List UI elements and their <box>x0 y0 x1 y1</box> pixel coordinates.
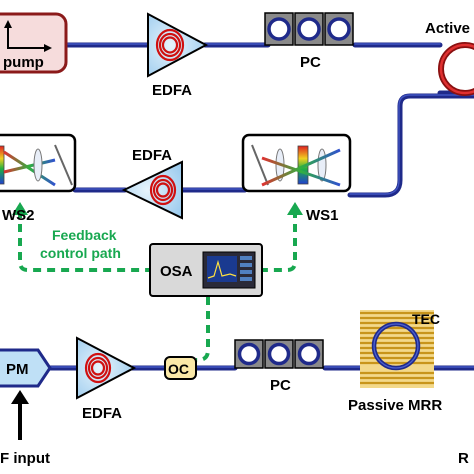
phase-modulator: PM F input <box>0 348 52 467</box>
active-ring-resonator: Active <box>425 20 474 96</box>
edfa-bottom: EDFA <box>76 336 137 422</box>
edfa-coil-icon <box>155 28 185 62</box>
active-label: Active <box>425 20 470 37</box>
feedback-label-line2: control path <box>40 245 121 261</box>
waveshaper-ws1: WS1 <box>241 133 352 224</box>
fiber-paths <box>47 42 474 371</box>
ring-resonator-icon <box>371 321 421 371</box>
pm-label: PM <box>6 361 29 378</box>
edfa-coil-icon <box>149 174 177 206</box>
grating-icon <box>251 144 341 187</box>
arrow-up-icon <box>12 202 28 215</box>
feedback-label-line1: Feedback <box>52 227 117 243</box>
pump-source: pump <box>0 12 68 74</box>
pump-pulse-icon <box>4 20 52 52</box>
optical-coupler: OC <box>164 356 197 380</box>
spectrum-screen-icon <box>202 251 256 289</box>
passive-mrr-label: Passive MRR <box>348 397 442 414</box>
grating-icon <box>0 144 73 187</box>
feedback-control-path <box>12 202 303 362</box>
ws2-label: WS2 <box>2 207 35 224</box>
ring-resonator-icon <box>438 42 474 96</box>
waveshaper-ws2: WS2 <box>0 133 77 224</box>
oc-label: OC <box>168 361 189 377</box>
edfa-coil-icon <box>84 352 112 384</box>
pc-top-label: PC <box>300 54 321 71</box>
pc-bottom-label: PC <box>270 377 291 394</box>
tec-label: TEC <box>412 311 440 327</box>
edfa-mid-label: EDFA <box>132 147 172 164</box>
rf-output-label-partial: R <box>458 450 469 467</box>
edfa-top-label: EDFA <box>152 82 192 99</box>
rf-input-label: F input <box>0 450 50 467</box>
pump-label: pump <box>3 54 44 71</box>
arrow-up-icon <box>11 390 29 440</box>
ws1-label: WS1 <box>306 207 339 224</box>
arrow-up-icon <box>287 202 303 215</box>
polarization-controller-bottom: PC <box>234 339 324 394</box>
polarization-controller-icon <box>264 12 354 46</box>
osa-label: OSA <box>160 263 193 280</box>
passive-mrr: TEC Passive MRR <box>348 310 442 414</box>
edfa-middle: EDFA <box>121 147 183 220</box>
polarization-controller-top: PC <box>264 12 354 71</box>
edfa-bottom-label: EDFA <box>82 405 122 422</box>
polarization-controller-icon <box>234 339 324 369</box>
optical-spectrum-analyzer: OSA <box>149 243 263 297</box>
edfa-top: EDFA <box>147 12 209 99</box>
